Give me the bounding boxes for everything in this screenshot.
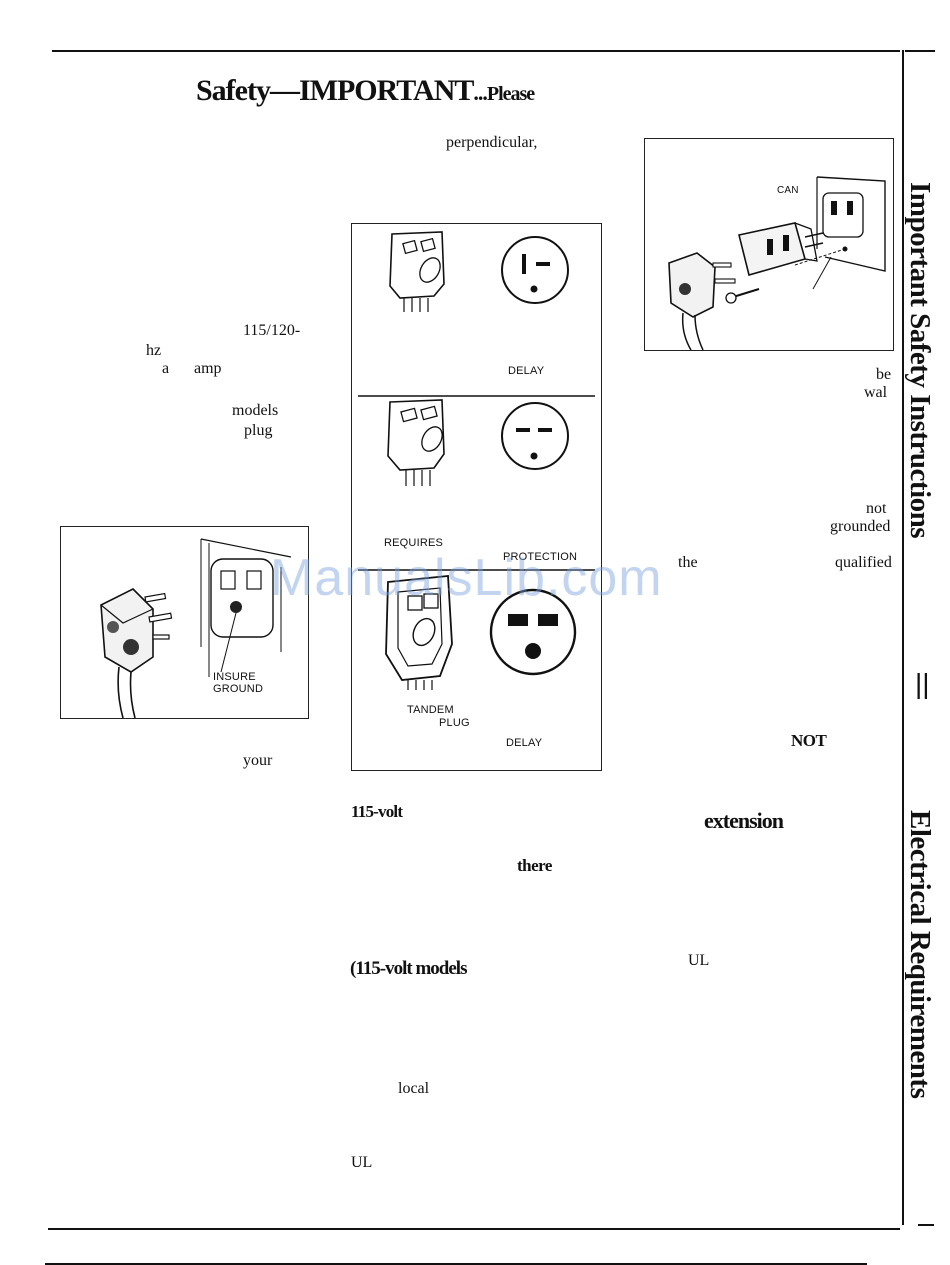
text-fragment-bold: extension [704, 808, 784, 833]
side-divider-line [902, 50, 904, 1225]
text-fragment-bold: there [517, 856, 552, 875]
text-fragment-bold: 115-volt [351, 802, 403, 821]
text-fragment: perpendicular, [446, 134, 538, 151]
top-right-rule [905, 50, 935, 52]
text-fragment: your [243, 752, 273, 769]
ground-label: GROUND [213, 683, 264, 695]
bottom-right-rule [918, 1224, 934, 1226]
page-title: Safety—IMPORTANT...Please [196, 74, 535, 108]
can-label: CAN [777, 185, 799, 196]
tandem-label: TANDEM [407, 704, 454, 716]
protection-label: PROTECTION [503, 551, 578, 563]
title-ellipsis: ... [473, 80, 487, 105]
top-rule [52, 50, 900, 52]
text-fragment: be [876, 366, 892, 383]
tab-marker: || [915, 668, 930, 699]
adapter-illustration [668, 176, 886, 350]
grounded-outlet-figure: INSURE GROUND [60, 526, 309, 719]
text-fragment: grounded [830, 518, 891, 535]
bottom-rule [48, 1228, 900, 1230]
text-fragment: amp [194, 360, 222, 377]
text-fragment-bold: (115-volt models [350, 958, 467, 979]
manualslib-watermark: ManualsLib.com [270, 549, 663, 607]
receptacle-types-figure: DELAY REQUIRES PROTECTION TANDEM PLUG DE… [351, 223, 602, 771]
insure-label: INSURE [213, 671, 256, 683]
text-fragment: 115/120- [243, 322, 301, 339]
receptacle-illustrations [358, 231, 595, 690]
text-fragment: plug [244, 422, 273, 439]
text-fragment: UL [688, 952, 710, 969]
delay-label-1: DELAY [508, 365, 545, 377]
plug-label: PLUG [439, 717, 470, 729]
adapter-outlet-figure: CAN [644, 138, 894, 351]
text-fragment-bold: NOT [791, 731, 827, 750]
text-fragment: the [678, 554, 698, 571]
text-fragment: models [232, 402, 279, 419]
side-tab-electrical: Electrical Requirements [904, 810, 936, 1099]
text-fragment: UL [351, 1154, 373, 1171]
text-fragment: local [398, 1080, 430, 1097]
plug-outlet-illustration [100, 538, 292, 718]
footer-rule [45, 1263, 867, 1265]
title-please: Please [486, 83, 535, 105]
text-fragment: qualified [835, 554, 892, 571]
text-fragment: wal [864, 384, 888, 401]
text-fragment: hz [146, 342, 162, 359]
text-fragment: a [162, 360, 170, 377]
title-main: Safety—IMPORTANT [196, 74, 474, 107]
requires-label: REQUIRES [384, 537, 444, 549]
delay-label-2: DELAY [506, 737, 543, 749]
side-tab-safety: Important Safety Instructions [904, 182, 936, 539]
text-fragment: not [866, 500, 887, 517]
